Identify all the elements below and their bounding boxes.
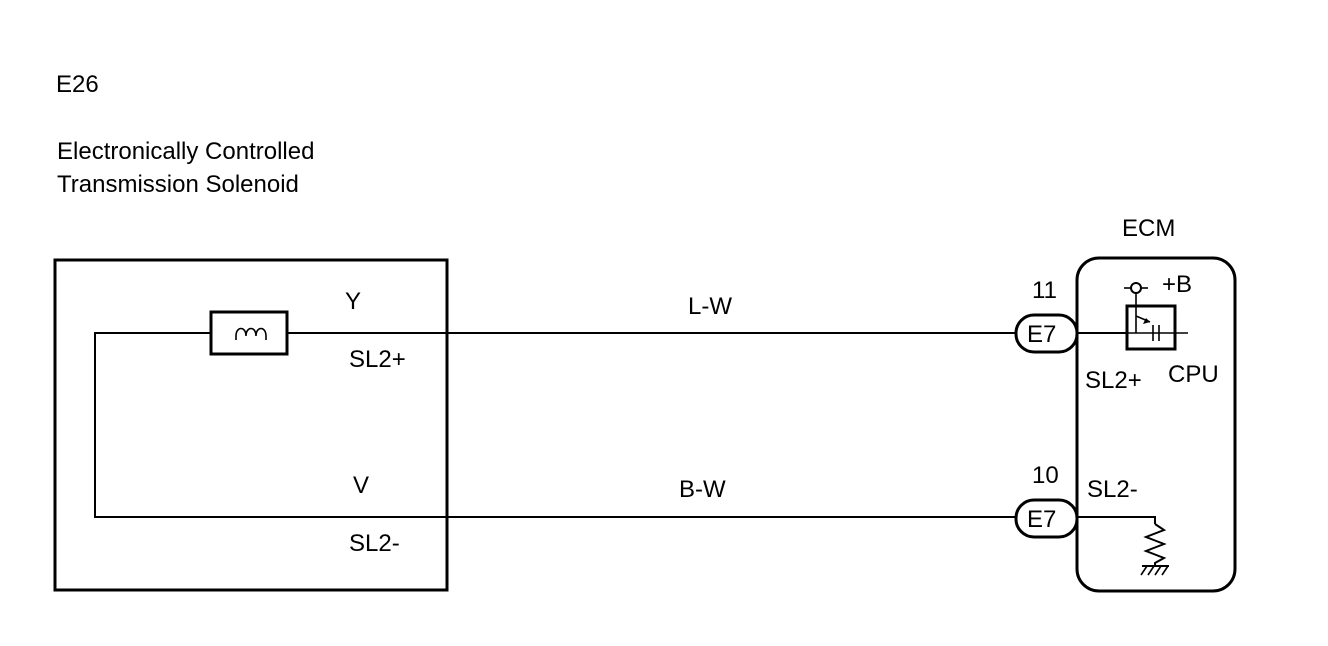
ecm-title: ECM: [1122, 215, 1175, 242]
wire-color-label-1: L-W: [688, 293, 732, 320]
component-code: E26: [56, 71, 99, 98]
supply-label: +B: [1162, 271, 1192, 298]
pin-number-1: 11: [1032, 277, 1057, 304]
ecm-terminal-label-1: SL2+: [1085, 367, 1142, 394]
ecm-sl2minus-wire: [1077, 516, 1156, 524]
solenoid-internal-wire: [94, 332, 447, 518]
supply-terminal-icon: [1124, 282, 1148, 306]
transistor-icon: [1125, 304, 1188, 351]
pin-number-2: 10: [1032, 462, 1059, 489]
connector-e7-2: [1014, 498, 1079, 539]
solenoid-coil-icon: [209, 310, 289, 356]
connector-label-2: E7: [1027, 506, 1056, 533]
terminal-color-label-2: V: [353, 472, 369, 499]
component-name-line2: Transmission Solenoid: [57, 171, 299, 198]
cpu-label: CPU: [1168, 361, 1219, 388]
ecm-terminal-label-2: SL2-: [1087, 476, 1138, 503]
resistor-icon: [1143, 523, 1167, 566]
connector-label-1: E7: [1027, 321, 1056, 348]
terminal-color-label-1: Y: [345, 288, 361, 315]
ground-icon: [1140, 565, 1169, 576]
solenoid-component-box: [53, 258, 449, 592]
wire-color-label-2: B-W: [679, 476, 726, 503]
component-name-line1: Electronically Controlled: [57, 138, 314, 165]
terminal-name-label-2: SL2-: [349, 530, 400, 557]
ecm-box: [1075, 256, 1237, 593]
terminal-name-label-1: SL2+: [349, 346, 406, 373]
